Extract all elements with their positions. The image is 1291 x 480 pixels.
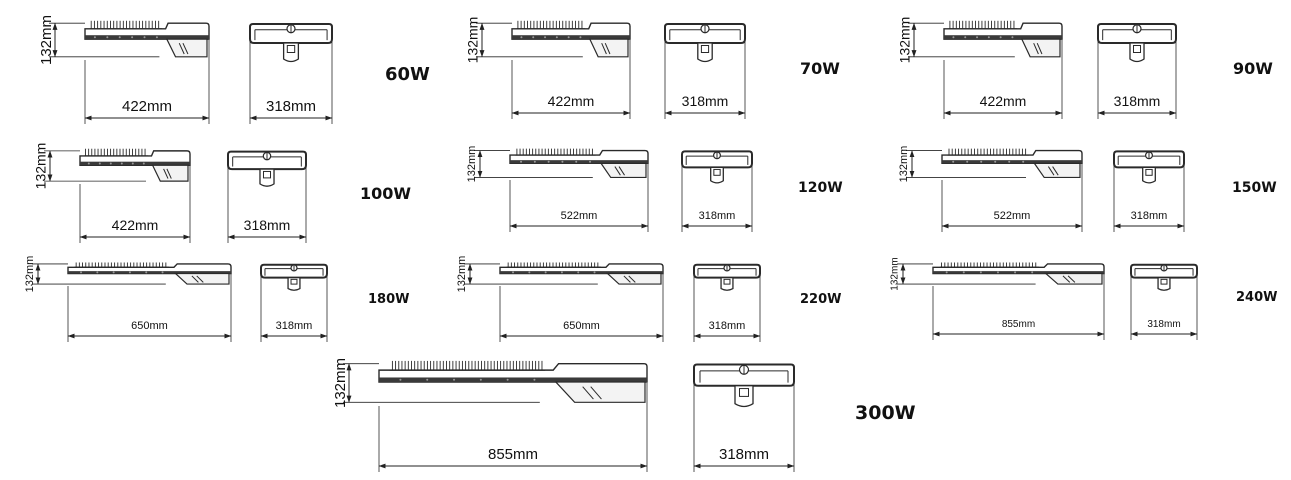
luminaire-base-strip [942,160,1082,164]
luminaire-front-body [1113,150,1185,169]
mounting-arm [1033,162,1081,179]
height-label: 132mm [38,15,55,65]
length-label: 422mm [548,93,595,109]
heatsink-fins [516,20,586,30]
heatsink-fins [84,148,149,157]
heatsink-fins [948,20,1018,30]
variant-300w: 132mm 855mm 318mm 300W [332,358,916,472]
heatsink-fins [74,262,170,268]
height-label: 132mm [465,17,481,64]
height-label: 132mm [898,146,910,183]
wattage-label: 70W [800,59,840,78]
heatsink-fins [89,20,162,30]
wattage-label: 300W [855,402,916,424]
wattage-label: 150W [1232,180,1277,196]
width-label: 318mm [682,93,729,109]
mounting-arm [554,381,646,403]
wattage-label: 240W [1236,290,1277,305]
heatsink-fins [506,262,602,268]
luminaire-front-body [681,150,753,169]
luminaire-front-body [664,23,746,44]
heatsink-fins [389,360,546,371]
length-label: 422mm [112,217,159,233]
width-label: 318mm [709,320,746,332]
wattage-label: 90W [1233,59,1273,78]
luminaire-base-strip [510,160,648,164]
length-label: 650mm [563,320,600,332]
variant-70w: 132mm 422mm 318mm 70W [465,17,840,119]
variant-90w: 132mm 422mm 318mm 90W [897,17,1273,119]
variant-150w: 132mm 522mm 318mm 150W [898,146,1277,232]
length-label: 522mm [994,210,1031,222]
wattage-label: 120W [798,180,843,196]
luminaire-base-strip [80,161,190,166]
luminaire-base-strip [933,271,1104,274]
luminaire-base-strip [944,35,1062,40]
height-label: 132mm [456,256,468,293]
wattage-label: 100W [360,184,411,203]
luminaire-front-body [227,150,307,171]
heatsink-fins [939,262,1040,268]
height-label: 132mm [33,143,49,190]
width-label: 318mm [276,320,313,332]
width-label: 318mm [719,446,769,463]
width-label: 318mm [244,217,291,233]
luminaire-base-strip [379,377,647,383]
width-label: 318mm [266,98,316,115]
luminaire-base-strip [85,35,209,40]
luminaire-front-body [249,23,333,44]
variant-240w: 132mm 855mm 318mm 240W [890,257,1277,340]
length-label: 855mm [488,446,538,463]
mounting-arm [1044,272,1103,285]
variant-120w: 132mm 522mm 318mm 120W [466,146,843,232]
wattage-label: 60W [385,64,430,85]
mounting-arm [174,272,230,285]
variant-100w: 132mm 422mm 318mm 100W [33,143,411,243]
mounting-arm [606,272,662,285]
height-label: 132mm [466,146,478,183]
length-label: 855mm [1002,319,1035,330]
length-label: 522mm [561,210,598,222]
luminaire-base-strip [512,35,630,40]
luminaire-front-body [1097,23,1177,44]
variant-180w: 132mm 650mm 318mm 180W [24,256,409,342]
mounting-arm [151,164,189,182]
length-label: 422mm [122,98,172,115]
width-label: 318mm [1147,319,1180,330]
height-label: 132mm [890,257,901,290]
luminaire-front-body [693,363,795,387]
luminaire-base-strip [68,271,231,274]
mounting-arm [588,38,629,58]
length-label: 422mm [980,93,1027,109]
width-label: 318mm [1131,210,1168,222]
height-label: 132mm [332,358,349,408]
wattage-label: 220W [800,292,841,307]
wattage-label: 180W [368,292,409,307]
heatsink-fins [947,148,1029,156]
mounting-arm [1020,38,1061,58]
heatsink-fins [515,148,596,156]
length-label: 650mm [131,320,168,332]
width-label: 318mm [1114,93,1161,109]
luminaire-base-strip [500,271,663,274]
variant-60w: 132mm 422mm 318mm 60W [38,15,430,124]
height-label: 132mm [897,17,913,64]
height-label: 132mm [24,256,36,293]
mounting-arm [165,38,208,58]
variant-220w: 132mm 650mm 318mm 220W [456,256,841,342]
width-label: 318mm [699,210,736,222]
mounting-arm [599,162,647,179]
